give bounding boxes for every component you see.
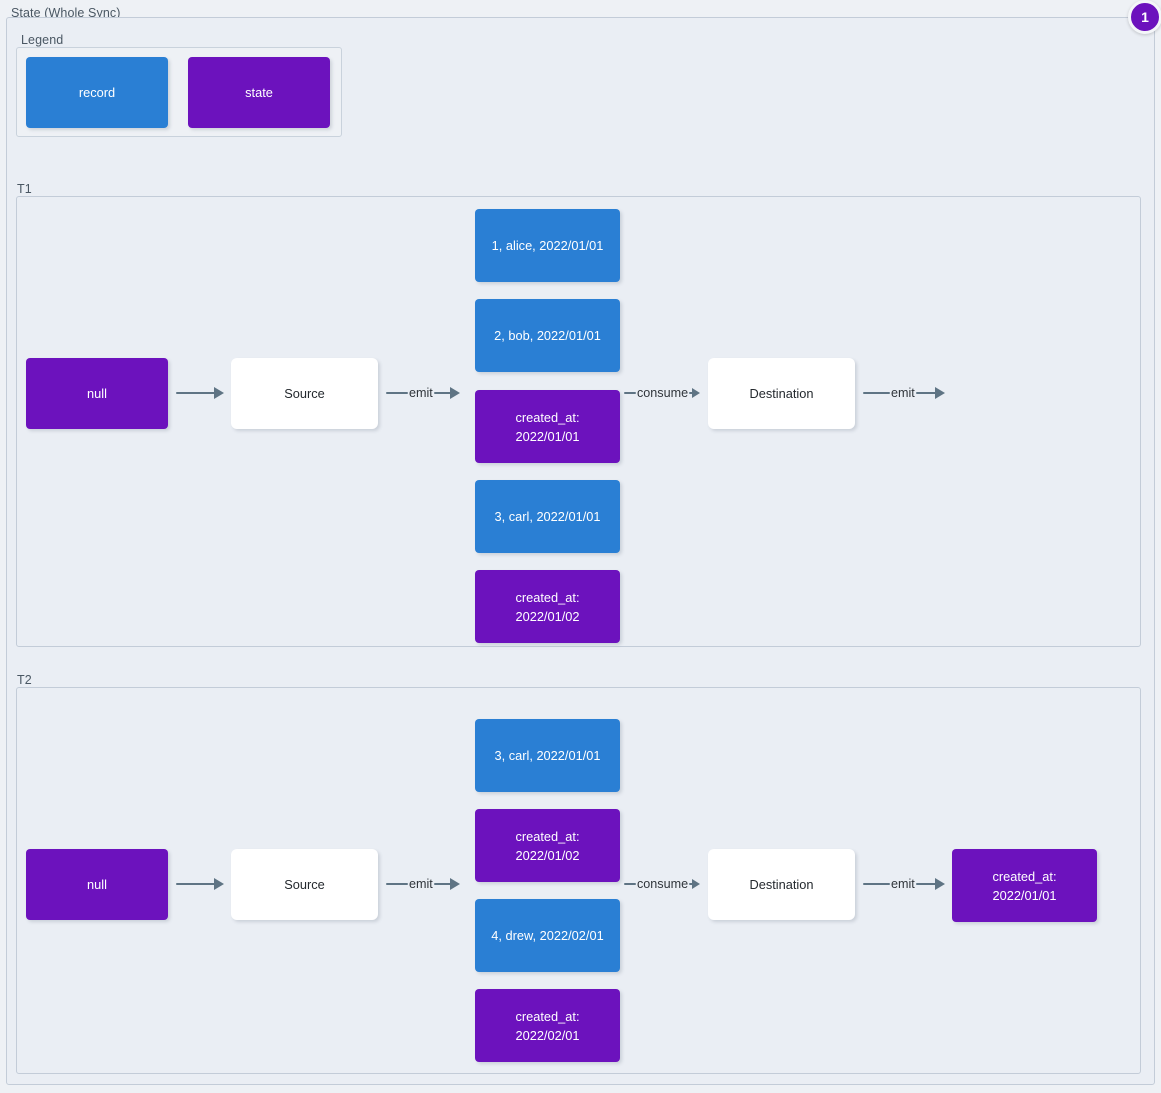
legend-swatch-state: state <box>188 57 330 128</box>
t2-stream-item-3: created_at: 2022/02/01 <box>475 989 620 1062</box>
t1-input-state: null <box>26 358 168 429</box>
t2-stream-item-2: 4, drew, 2022/02/01 <box>475 899 620 972</box>
legend-swatch-record: record <box>26 57 168 128</box>
step-badge[interactable]: 1 <box>1128 0 1161 34</box>
t2-stream-item-1: created_at: 2022/01/02 <box>475 809 620 882</box>
t2-input-state: null <box>26 849 168 920</box>
section-label-t2: T2 <box>17 673 32 687</box>
t1-stream-item-1: 2, bob, 2022/01/01 <box>475 299 620 372</box>
t1-stream-item-2: created_at: 2022/01/01 <box>475 390 620 463</box>
t1-source-node: Source <box>231 358 378 429</box>
t2-source-node: Source <box>231 849 378 920</box>
t1-stream-item-3: 3, carl, 2022/01/01 <box>475 480 620 553</box>
t2-output-state: created_at: 2022/01/01 <box>952 849 1097 922</box>
t2-stream-item-0: 3, carl, 2022/01/01 <box>475 719 620 792</box>
t1-destination-node: Destination <box>708 358 855 429</box>
section-label-t1: T1 <box>17 182 32 196</box>
diagram-title: State (Whole Sync) <box>11 6 121 20</box>
t1-stream-item-4: created_at: 2022/01/02 <box>475 570 620 643</box>
legend-title: Legend <box>21 33 64 47</box>
t2-destination-node: Destination <box>708 849 855 920</box>
t1-stream-item-0: 1, alice, 2022/01/01 <box>475 209 620 282</box>
